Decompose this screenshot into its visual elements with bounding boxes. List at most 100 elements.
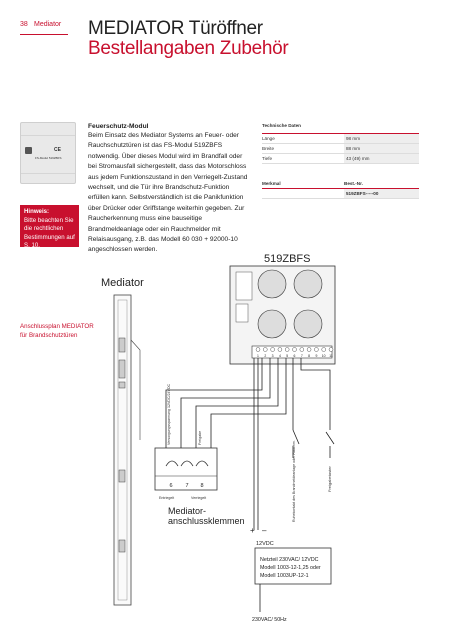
wire-label: Versorgungsspannung 12VDC/24VDC [167,383,171,445]
capacitor-icon [293,269,323,299]
module-terminal-number: 3 [272,354,274,358]
hint-heading: Hinweis: [24,208,50,215]
feature-title: Feuerschutz-Modul [88,123,149,130]
terminal-number: 8 [200,483,203,489]
tech-row-value: 43 (49) mm [344,154,419,163]
module-terminal-number: 6 [294,354,296,358]
module-terminal-screw-icon [270,347,275,352]
module-terminal-screw-icon [299,347,304,352]
mediator-lock-drawing [113,294,141,606]
module-terminal-number: 11 [329,354,333,358]
lock-component [118,469,126,483]
module-terminal-number: 4 [279,354,281,358]
terminal-contact-icon [195,460,209,467]
lock-cable [130,339,141,440]
wire [210,358,287,448]
module-terminal-number: 9 [315,354,317,358]
tech-row-label: Länge [262,136,275,141]
wires [165,358,331,530]
lock-inner-plate [117,299,128,601]
psu-text: Modell 1003-12-1,25 oder [260,565,321,571]
tech-row: Tiefe 43 (49) mm [262,154,419,164]
module-terminal-screw-icon [306,347,312,352]
order-row: 519ZBFS-----00 [262,189,419,199]
module-terminal-number: 10 [322,354,326,358]
tech-row: Länge 98 mm [262,134,419,144]
terminals-label: Mediator- [168,506,206,516]
module-component [235,303,249,323]
module-terminal-number: 8 [308,354,310,358]
module-terminal-screw-icon [285,347,290,352]
tech-row: Breite 88 mm [262,144,419,154]
push-button-icon [325,420,335,458]
capacitor-icon [293,309,323,339]
minus-sign: – [262,526,267,535]
module-terminal-screw-icon [314,347,319,352]
terminals-label: anschlussklemmen [168,516,245,526]
ce-mark-icon: CE [54,147,61,153]
capacitor-icon [257,309,287,339]
relay-switch-arm [292,429,300,445]
order-number-label: Best.-Nr. [344,180,363,186]
lock-component [118,539,126,553]
fs-module-board [229,265,336,365]
hint-box: Hinweis: Bitte beachten Sie die rechtlic… [20,205,79,250]
latch-icon [118,337,126,353]
diagram-caption: Anschlussplan MEDIATOR für Brandschutztü… [20,323,94,339]
module-terminal-number: 5 [286,354,288,358]
product-photo: CE FS-Modul 519ZBFS [20,122,76,184]
tech-table: Technische Daten Länge 98 mm Breite 88 m… [262,123,419,199]
mediator-terminal-block: 6 7 8 Entriegelt Verriegelt [154,447,218,500]
tech-row-label: Tiefe [262,156,273,161]
module-terminal-screw-icon [292,347,297,352]
lock-faceplate [113,294,132,606]
tech-row-value: 98 mm [344,134,419,143]
wire [180,358,271,448]
psu-text: Modell 1003UP-12-1 [260,573,309,579]
module-terminal-screw-icon [321,347,326,352]
button-arm [325,431,335,445]
module-terminal-screw-icon [328,347,334,352]
tech-heading: Technische Daten [262,123,419,134]
psu-text: Netzteil 230VAC/ 12VDC [260,557,319,563]
hint-text: Bitte beachten Sie die rechtlichen Besti… [24,216,75,250]
wire [300,358,331,420]
cylinder-icon [118,381,126,389]
power-supply-box [254,547,332,585]
housing-ridge [21,135,75,136]
terminal-contact-icon [165,460,179,467]
terminal-contact-icon [180,460,194,467]
page-title-line2: Bestellangaben Zubehör [88,38,289,59]
module-terminal-screw-icon [277,347,283,352]
feature-body: Beim Einsatz des Mediator Systems an Feu… [88,132,248,254]
wire [195,358,279,448]
terminal-caption: Verriegelt [191,496,206,500]
supply-voltage: 12VDC [256,541,274,547]
housing-ridge [21,173,75,174]
relay-label: Ruhekontakt des Brandmeldeanlage oder Ra… [292,440,296,522]
section-label: Mediator [34,21,62,28]
status-led-icon [25,147,32,154]
module-terminal-number: 7 [301,354,303,358]
terminal-caption: Entriegelt [159,496,174,500]
order-number-value: 519ZBFS-----00 [344,189,419,198]
header-rule [20,34,68,35]
module-component [235,271,253,301]
tech-row-value: 88 mm [344,144,419,153]
module-terminal-number: 1 [257,354,259,358]
tech-row-label: Breite [262,146,275,151]
merkmal-label: Merkmal [262,180,281,186]
terminal-block-outline [154,447,218,491]
capacitor-icon [257,269,287,299]
wire-label: Freigabe [198,431,202,445]
plus-sign: + [250,526,255,535]
module-title: 519ZBFS [264,253,310,265]
module-terminal-screw-icon [255,347,261,352]
wire [165,358,263,448]
product-label: FS-Modul 519ZBFS [35,156,62,160]
order-header: Merkmal Best.-Nr. [262,178,419,189]
terminal-number: 7 [185,483,188,489]
bolt-icon [118,359,126,379]
